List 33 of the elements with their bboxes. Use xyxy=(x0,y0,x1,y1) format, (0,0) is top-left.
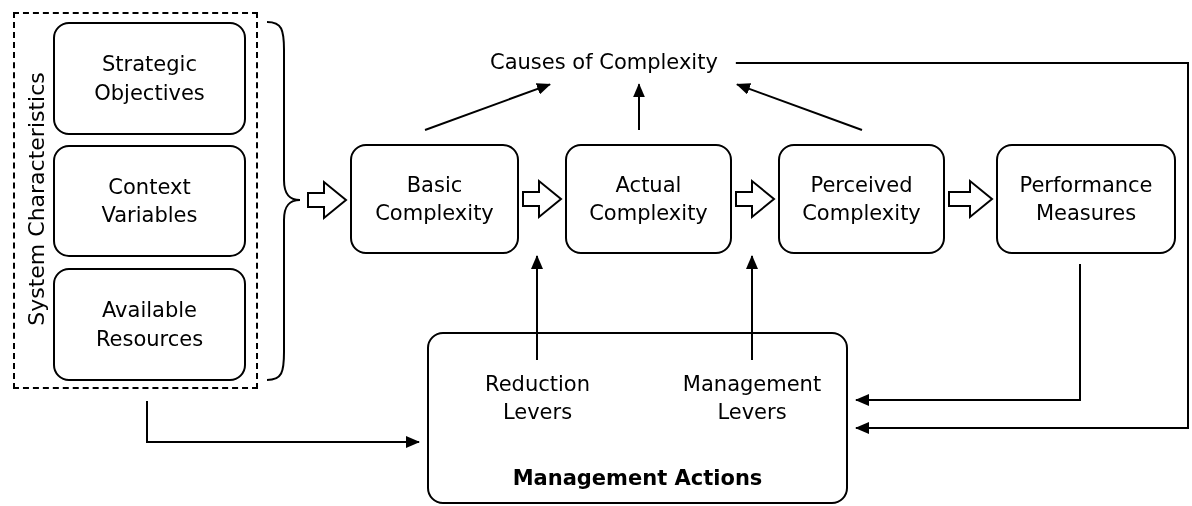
node-text: Causes of Complexity xyxy=(490,48,718,77)
process-box xyxy=(53,268,246,381)
block-arrow xyxy=(307,179,348,221)
block-arrow xyxy=(948,178,994,220)
node-text: Management Levers xyxy=(662,370,842,427)
process-box xyxy=(53,22,246,135)
arrow xyxy=(633,83,645,131)
arrow xyxy=(424,83,551,131)
arrow xyxy=(146,400,420,448)
block-arrow xyxy=(522,178,563,220)
process-box xyxy=(565,144,732,254)
box-label: Basic Complexity xyxy=(374,171,495,227)
node-text: Reduction Levers xyxy=(455,370,620,427)
arrow xyxy=(746,255,758,361)
dashed-group-box xyxy=(13,12,258,389)
process-box xyxy=(427,332,848,504)
arrow xyxy=(855,263,1081,406)
process-box xyxy=(350,144,519,254)
box-label: Actual Complexity xyxy=(589,171,708,227)
arrow xyxy=(531,255,543,361)
arrow xyxy=(736,83,863,131)
box-label: Context Variables xyxy=(100,173,199,229)
box-label: Perceived Complexity xyxy=(802,171,921,227)
box-title: Management Actions xyxy=(511,465,764,492)
group-label: System Characteristics xyxy=(23,72,49,326)
box-label: Strategic Objectives xyxy=(93,51,206,107)
process-box xyxy=(996,144,1176,254)
arrow xyxy=(734,62,1189,434)
box-label: Performance Measures xyxy=(1019,171,1153,227)
process-box xyxy=(53,145,246,257)
block-arrow xyxy=(735,178,776,220)
process-box xyxy=(778,144,945,254)
box-label: Available Resources xyxy=(94,297,205,353)
